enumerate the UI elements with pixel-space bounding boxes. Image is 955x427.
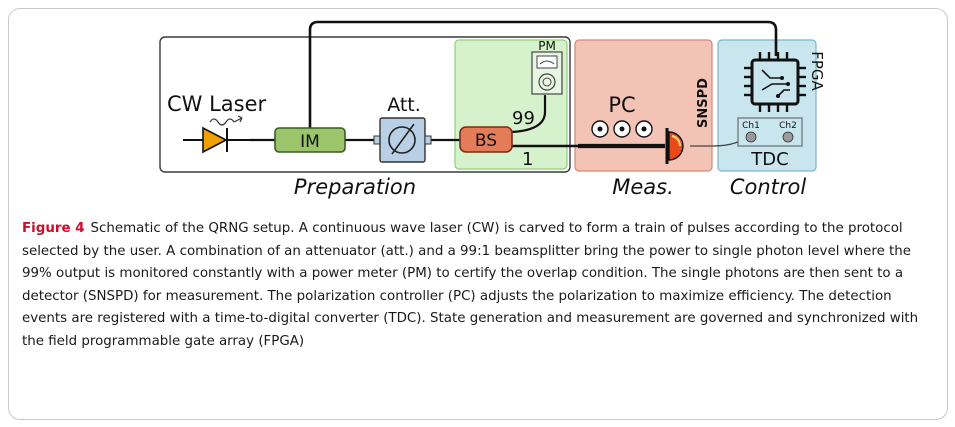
tdc-ch1-port bbox=[745, 131, 757, 143]
tdc-ch2-label: Ch2 bbox=[779, 121, 797, 131]
im-label: IM bbox=[300, 132, 320, 152]
att-label: Att. bbox=[387, 94, 421, 116]
section-label-measurement: Meas. bbox=[612, 175, 674, 199]
fpga-label: FPGA bbox=[808, 51, 826, 91]
bs-box bbox=[459, 126, 513, 153]
snspd-highlight bbox=[671, 134, 682, 147]
bs-output-1-label: 1 bbox=[522, 149, 533, 170]
pc-paddle-2-center bbox=[619, 126, 625, 132]
fpga-control-wire bbox=[308, 20, 778, 128]
att-connector-right bbox=[424, 135, 432, 145]
qrng-setup-diagram: CW Laser IM Att. BS 99 1 PM PC SNSPD bbox=[159, 20, 826, 199]
laser-emission-wave-icon bbox=[209, 118, 235, 126]
att-dial-icon bbox=[388, 126, 416, 154]
tdc-panel bbox=[737, 117, 803, 147]
att-dial-slash bbox=[391, 123, 415, 155]
section-label-control: Control bbox=[730, 175, 807, 199]
laser-diode-icon bbox=[202, 126, 228, 154]
caption-text: Schematic of the QRNG setup. A continuou… bbox=[22, 221, 919, 349]
pc-paddle-3-center bbox=[641, 126, 647, 132]
pc-label: PC bbox=[608, 93, 635, 117]
tdc-ch1-label: Ch1 bbox=[742, 121, 760, 131]
pm-label: PM bbox=[538, 39, 556, 53]
bs-output-99-label: 99 bbox=[512, 108, 535, 129]
snspd-label: SNSPD bbox=[696, 78, 711, 128]
att-connector-left bbox=[373, 135, 381, 145]
bs-label: BS bbox=[475, 131, 497, 151]
laser-label: CW Laser bbox=[167, 92, 267, 116]
im-box bbox=[274, 127, 346, 153]
laser-emission-arrow-icon bbox=[233, 115, 243, 123]
pc-paddle-1-center bbox=[597, 126, 603, 132]
section-label-preparation: Preparation bbox=[294, 175, 416, 199]
pm-display-needle bbox=[539, 60, 555, 65]
figure-label: Figure 4 bbox=[22, 221, 85, 236]
tdc-ch2-port bbox=[782, 131, 794, 143]
pm-port-outer bbox=[538, 73, 556, 91]
measurement-region bbox=[574, 39, 713, 172]
fpga-chip-icon bbox=[744, 52, 806, 112]
fiber-bs-pm-99 bbox=[511, 95, 547, 134]
tdc-label: TDC bbox=[750, 149, 788, 170]
snspd-detector-icon bbox=[668, 131, 684, 161]
pm-display bbox=[536, 55, 558, 69]
pm-port-inner bbox=[542, 77, 552, 87]
